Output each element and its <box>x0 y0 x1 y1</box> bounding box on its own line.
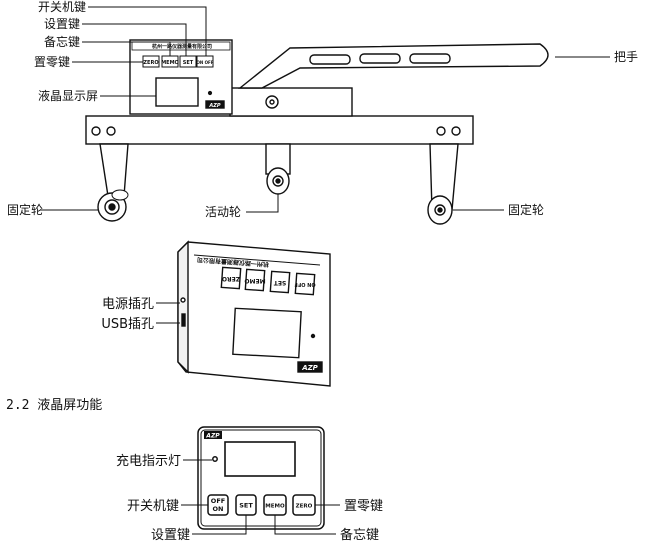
key-set-label: SET <box>239 502 253 510</box>
label-handle: 把手 <box>614 50 638 64</box>
key-on-label: ON <box>213 505 224 513</box>
label-lcd: 液晶显示屏 <box>38 88 98 103</box>
mid-brand-logo: AZP <box>301 364 318 372</box>
bottom-brand-logo: AZP <box>205 433 220 440</box>
mid-key-set: SET <box>273 279 286 286</box>
label-memo-key-bottom: 备忘键 <box>340 527 379 543</box>
label-set-key-bottom: 设置键 <box>151 528 190 543</box>
mid-key-onoff: ON OFF <box>294 281 315 287</box>
label-zero-key-top: 置零键 <box>34 55 70 69</box>
label-memo-key-top: 备忘键 <box>44 34 80 49</box>
key-off-label: OFF <box>211 497 225 505</box>
bottom-callout-lines <box>181 459 340 535</box>
wheels <box>97 167 453 225</box>
key-zero-label: ZERO <box>296 504 313 510</box>
label-power-jack: 电源插孔 <box>102 297 154 312</box>
label-fixed-wheel-right: 固定轮 <box>508 202 544 217</box>
top-brand-logo: AZP <box>208 103 220 109</box>
section-title: 2.2 液晶屏功能 <box>6 398 102 413</box>
label-fixed-wheel-left: 固定轮 <box>7 202 43 217</box>
mid-key-zero: ZERO <box>222 275 240 282</box>
top-key-set: SET <box>183 60 194 66</box>
label-usb-jack: USB插孔 <box>101 317 154 332</box>
label-moving-wheel: 活动轮 <box>205 205 241 219</box>
label-set-key-top: 设置键 <box>44 17 80 31</box>
control-box-perspective <box>177 240 331 387</box>
top-key-memo: MEMO <box>161 60 179 66</box>
top-device-header: 杭州一路仪器测量有限公司 <box>152 43 212 50</box>
mid-key-memo: MEMO <box>244 277 265 284</box>
middle-callout-lines <box>156 302 180 324</box>
key-memo-label: MEMO <box>265 504 285 510</box>
instrument-side-view <box>85 39 549 211</box>
top-key-onoff: ON OFF <box>196 60 213 65</box>
top-callout-lines <box>40 6 610 213</box>
charge-light-icon <box>212 456 218 462</box>
bottom-brand-badge <box>204 431 222 439</box>
label-charge-light: 充电指示灯 <box>116 453 181 469</box>
label-power-key-top: 开关机键 <box>38 0 86 14</box>
front-panel <box>197 426 325 530</box>
label-zero-key-bottom: 置零键 <box>344 499 383 514</box>
label-power-key-bottom: 开关机键 <box>127 499 179 514</box>
top-key-zero: ZERO <box>143 60 158 66</box>
